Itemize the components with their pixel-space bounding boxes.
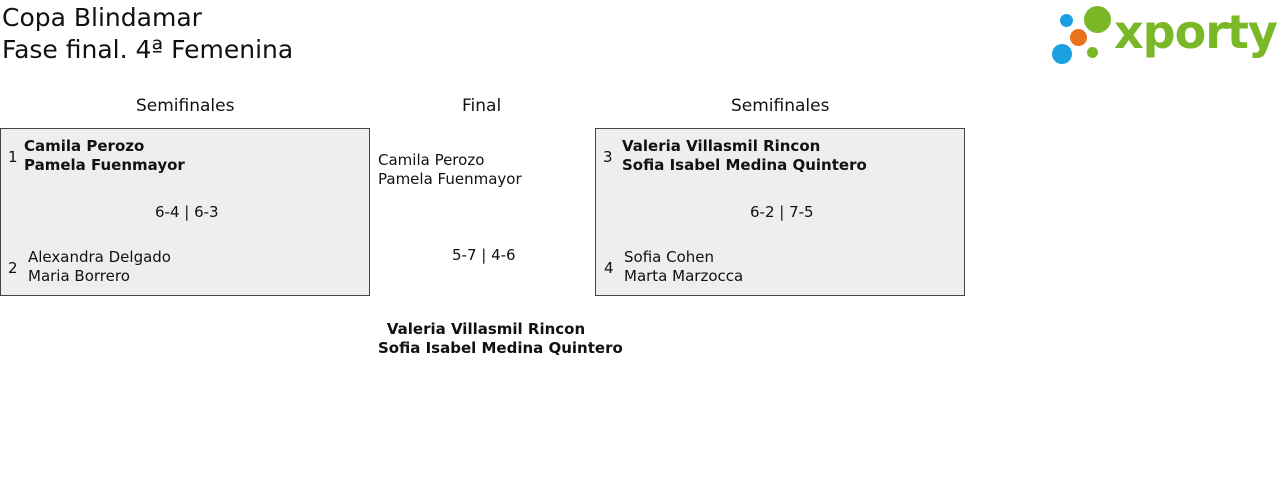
logo-dot-orange: [1070, 29, 1087, 46]
team2-player2: Maria Borrero: [28, 267, 130, 285]
team3-player2: Sofia Isabel Medina Quintero: [622, 156, 867, 174]
xporty-logo: xporty: [1050, 4, 1278, 66]
champion-player1: Valeria Villasmil Rincon: [386, 320, 586, 338]
team4-player1: Sofia Cohen: [624, 248, 714, 266]
final-team1-player1: Camila Perozo: [378, 151, 485, 169]
final-header: Final: [462, 96, 502, 116]
final-team1-player2: Pamela Fuenmayor: [378, 170, 522, 188]
left-semifinal-match[interactable]: 1 Camila Perozo Pamela Fuenmayor 6-4 | 6…: [0, 128, 370, 296]
logo-dot-blue-small: [1060, 14, 1073, 27]
team2-players: Alexandra Delgado Maria Borrero: [28, 248, 171, 286]
right-semifinal-match[interactable]: 3 Valeria Villasmil Rincon Sofia Isabel …: [595, 128, 965, 296]
team1-player1: Camila Perozo: [24, 137, 145, 155]
left-semifinal-header: Semifinales: [136, 96, 235, 116]
phase-name: Fase final. 4ª Femenina: [2, 35, 294, 64]
team3-player1: Valeria Villasmil Rincon: [622, 137, 821, 155]
champion-player2: Sofia Isabel Medina Quintero: [378, 339, 623, 357]
team4-seed: 4: [604, 259, 614, 277]
right-semifinal-header: Semifinales: [731, 96, 830, 116]
logo-wordmark: xporty: [1114, 5, 1278, 59]
team1-players: Camila Perozo Pamela Fuenmayor: [24, 137, 185, 175]
team2-seed: 2: [8, 259, 18, 277]
logo-dot-green-small: [1087, 47, 1098, 58]
champion-players: Valeria Villasmil Rincon Sofia Isabel Me…: [378, 320, 623, 358]
final-score: 5-7 | 4-6: [452, 246, 516, 264]
tournament-name: Copa Blindamar: [2, 3, 202, 32]
match-score: 6-4 | 6-3: [155, 203, 219, 221]
team2-player1: Alexandra Delgado: [28, 248, 171, 266]
logo-dot-green-large: [1084, 6, 1111, 33]
match-score: 6-2 | 7-5: [750, 203, 814, 221]
team1-seed: 1: [8, 148, 18, 166]
team4-player2: Marta Marzocca: [624, 267, 744, 285]
page-title: Copa Blindamar Fase final. 4ª Femenina: [2, 2, 293, 66]
final-team1-players: Camila Perozo Pamela Fuenmayor: [378, 151, 522, 189]
team3-players: Valeria Villasmil Rincon Sofia Isabel Me…: [622, 137, 867, 175]
team4-players: Sofia Cohen Marta Marzocca: [624, 248, 743, 286]
team3-seed: 3: [603, 148, 613, 166]
team1-player2: Pamela Fuenmayor: [24, 156, 185, 174]
logo-dot-blue-large: [1052, 44, 1072, 64]
